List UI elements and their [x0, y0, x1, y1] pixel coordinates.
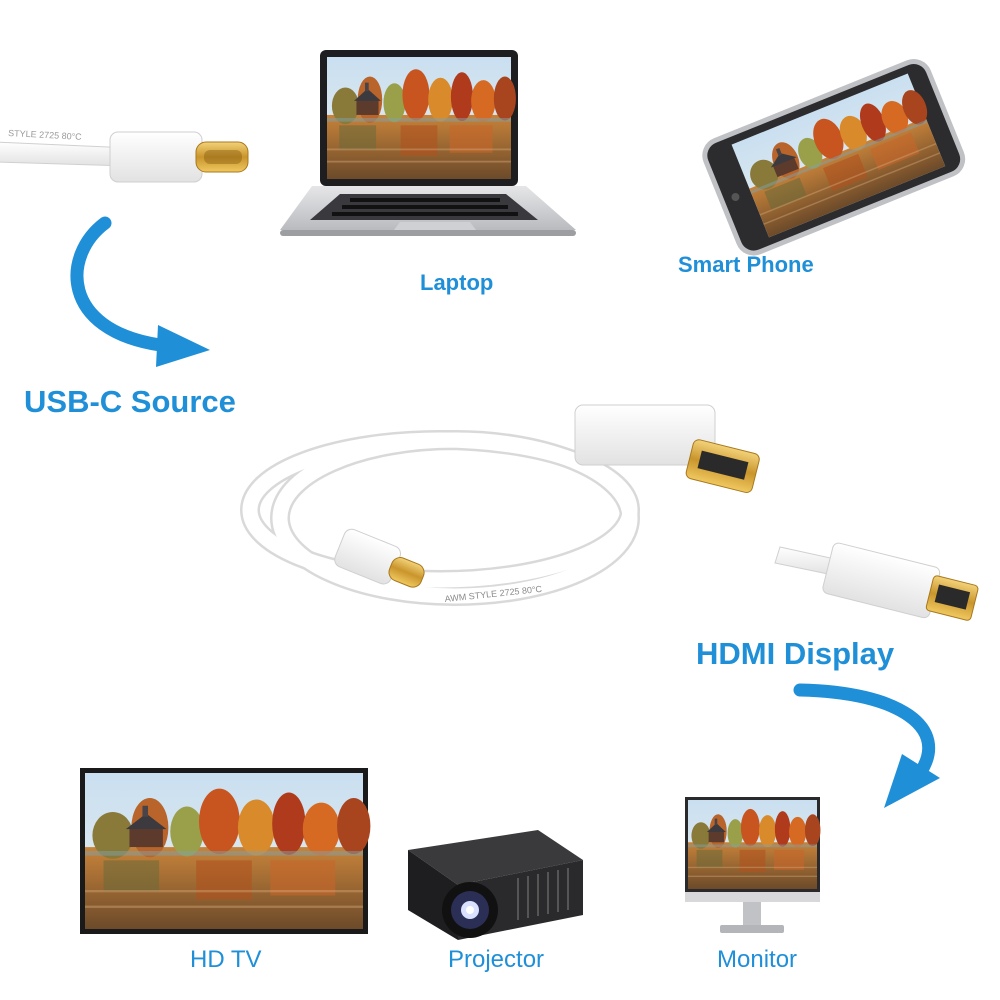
- curved-arrow-icon: [793, 683, 940, 808]
- usb-c-plug-icon: STYLE 2725 80°C: [0, 128, 249, 183]
- cable-print-top: STYLE 2725 80°C: [8, 128, 83, 142]
- tv-icon: [80, 768, 371, 934]
- laptop-icon: [280, 50, 576, 236]
- laptop-label: Laptop: [420, 270, 494, 295]
- usb-c-source-label: USB-C Source: [24, 384, 236, 419]
- hdmi-plug-icon: [774, 542, 979, 621]
- hd-tv-label: HD TV: [190, 946, 262, 973]
- projector-icon: [408, 830, 583, 940]
- hdmi-display-label: HDMI Display: [696, 636, 895, 671]
- projector-label: Projector: [448, 946, 545, 973]
- phone-icon: [702, 59, 966, 256]
- cable-coil-icon: AWM STYLE 2725 80°C: [240, 404, 760, 606]
- monitor-icon: [685, 797, 821, 933]
- monitor-label: Monitor: [717, 946, 798, 973]
- smart-phone-label: Smart Phone: [678, 252, 814, 277]
- curved-arrow-icon: [70, 216, 210, 367]
